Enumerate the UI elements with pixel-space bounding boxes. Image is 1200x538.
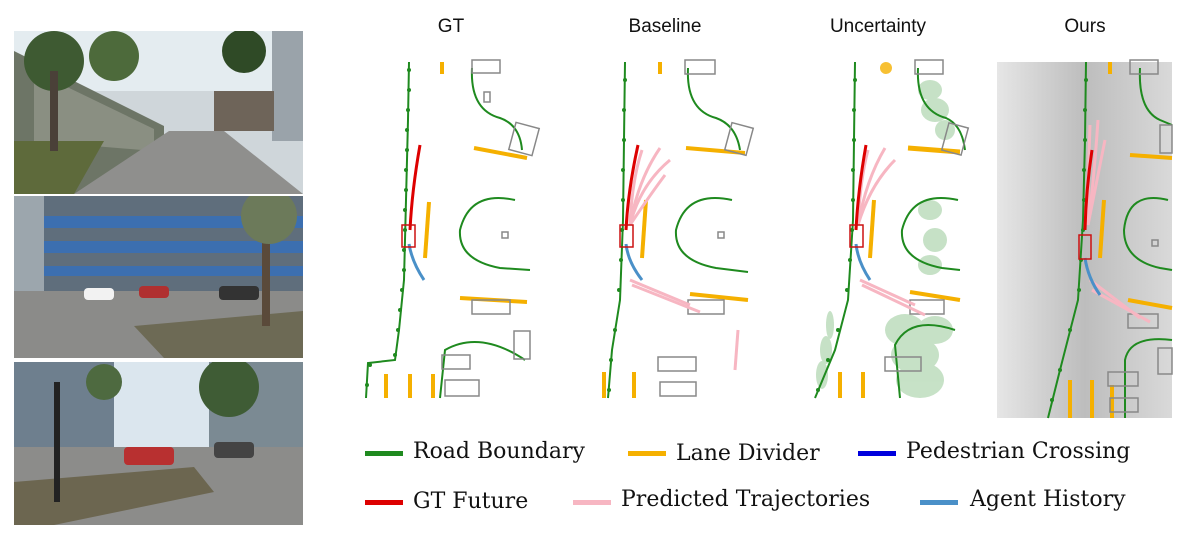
panel-gt — [365, 60, 539, 398]
panel-baseline — [604, 60, 753, 398]
legend-swatch-pedestrian-crossing — [858, 451, 896, 456]
legend-swatch-lane-divider — [628, 451, 666, 456]
legend-swatch-gt-future — [365, 500, 403, 505]
legend-label-agent-history: Agent History — [970, 487, 1126, 512]
panel-ours — [997, 60, 1172, 418]
legend-label-lane-divider: Lane Divider — [676, 441, 820, 466]
legend-label-pedestrian-crossing: Pedestrian Crossing — [906, 439, 1130, 464]
panel-uncertainty — [815, 60, 968, 398]
legend-swatch-predicted-trajectories — [573, 500, 611, 505]
legend-swatch-agent-history — [920, 500, 958, 505]
legend-label-road-boundary: Road Boundary — [413, 439, 585, 464]
legend-swatch-road-boundary — [365, 451, 403, 456]
legend-label-predicted-trajectories: Predicted Trajectories — [621, 487, 870, 512]
legend-label-gt-future: GT Future — [413, 489, 528, 514]
